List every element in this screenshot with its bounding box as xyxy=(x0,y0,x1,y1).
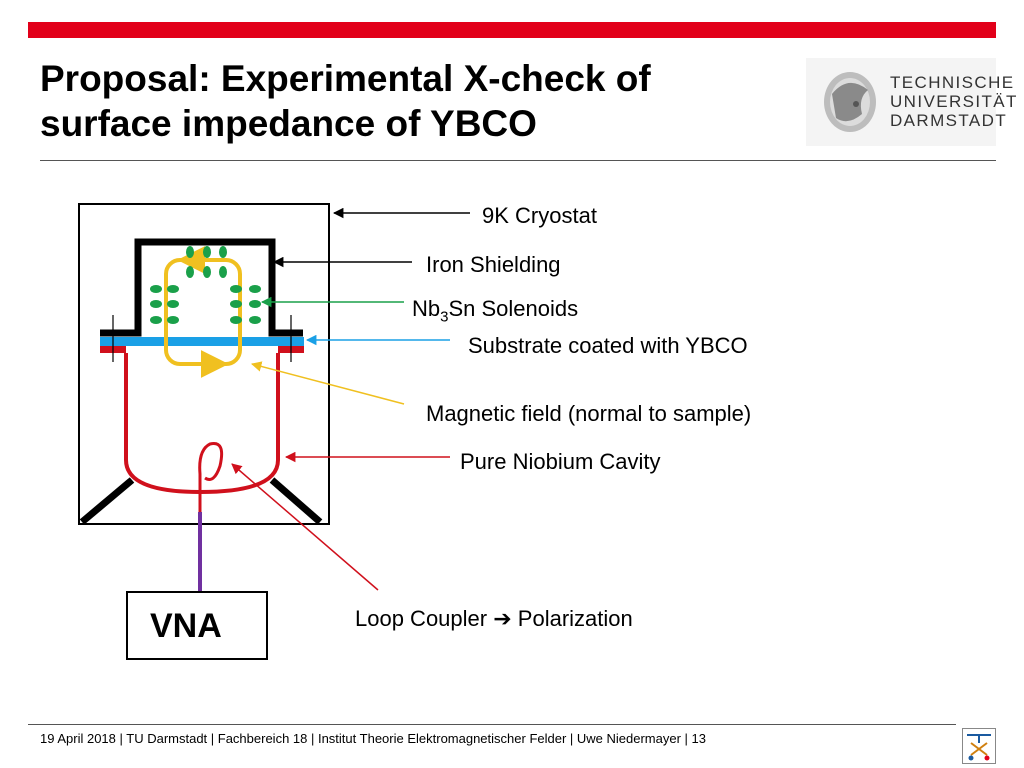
solenoid-winding xyxy=(186,266,194,278)
solenoid-winding xyxy=(167,285,179,293)
magnetic-field-loop xyxy=(164,258,242,366)
pointer-magnetic-field xyxy=(250,361,405,405)
slide-title: Proposal: Experimental X-check of surfac… xyxy=(40,56,780,146)
label-loop-coupler: Loop Coupler ➔ Polarization xyxy=(355,606,633,632)
athena-head-icon xyxy=(824,72,876,132)
support-leg-right xyxy=(269,477,323,525)
solenoid-winding xyxy=(219,246,227,258)
label-cryostat: 9K Cryostat xyxy=(482,203,597,228)
solenoid-winding xyxy=(219,266,227,278)
label-solenoids: Nb3Sn Solenoids xyxy=(412,296,578,330)
solenoid-winding xyxy=(230,316,242,324)
label-loop-coupler-part2: Polarization xyxy=(517,606,633,631)
solenoid-winding xyxy=(203,266,211,278)
niobium-cavity xyxy=(124,353,280,495)
cryostat-box xyxy=(78,203,330,525)
label-solenoids-subscript: 3 xyxy=(440,308,449,326)
loop-coupler xyxy=(198,441,224,512)
solenoid-winding xyxy=(186,246,194,258)
label-substrate: Substrate coated with YBCO xyxy=(468,333,748,358)
solenoid-winding xyxy=(230,300,242,308)
footer-divider xyxy=(28,724,956,725)
footer-text: 19 April 2018 | TU Darmstadt | Fachberei… xyxy=(40,731,706,746)
logo-line2: UNIVERSITÄT xyxy=(890,92,1018,111)
label-solenoids-suffix: Sn Solenoids xyxy=(448,296,579,321)
solenoid-winding xyxy=(150,285,162,293)
university-logo xyxy=(806,58,996,146)
header-accent-bar xyxy=(28,22,996,38)
vna-box: VNA xyxy=(126,591,268,660)
arrow-right-icon: ➔ xyxy=(493,606,512,631)
solenoid-winding xyxy=(230,285,242,293)
solenoid-winding xyxy=(150,316,162,324)
solenoid-winding xyxy=(203,246,211,258)
label-niobium-cavity: Pure Niobium Cavity xyxy=(460,449,661,474)
institute-badge-icon xyxy=(962,728,996,764)
vna-label: VNA xyxy=(150,607,222,645)
solenoids xyxy=(150,246,261,324)
label-solenoids-prefix: Nb xyxy=(412,296,441,321)
solenoid-winding xyxy=(249,300,261,308)
pointer-loop-coupler xyxy=(231,463,379,591)
substrate-layer xyxy=(100,337,304,346)
logo-line3: DARMSTADT xyxy=(890,111,1008,130)
iron-shielding xyxy=(100,238,303,337)
label-magnetic-field: Magnetic field (normal to sample) xyxy=(426,401,752,426)
label-loop-coupler-part1: Loop Coupler xyxy=(355,606,488,631)
solenoid-winding xyxy=(249,285,261,293)
support-leg-left xyxy=(79,477,135,525)
solenoid-winding xyxy=(167,300,179,308)
label-iron-shielding: Iron Shielding xyxy=(426,252,561,277)
title-divider xyxy=(40,160,996,161)
logo-line1: TECHNISCHE xyxy=(890,73,1015,92)
solenoid-winding xyxy=(167,316,179,324)
solenoid-winding xyxy=(249,316,261,324)
slide-title-line1: Proposal: Experimental X-check of xyxy=(40,58,651,99)
slide-title-line2: surface impedance of YBCO xyxy=(40,103,537,144)
solenoid-winding xyxy=(150,300,162,308)
